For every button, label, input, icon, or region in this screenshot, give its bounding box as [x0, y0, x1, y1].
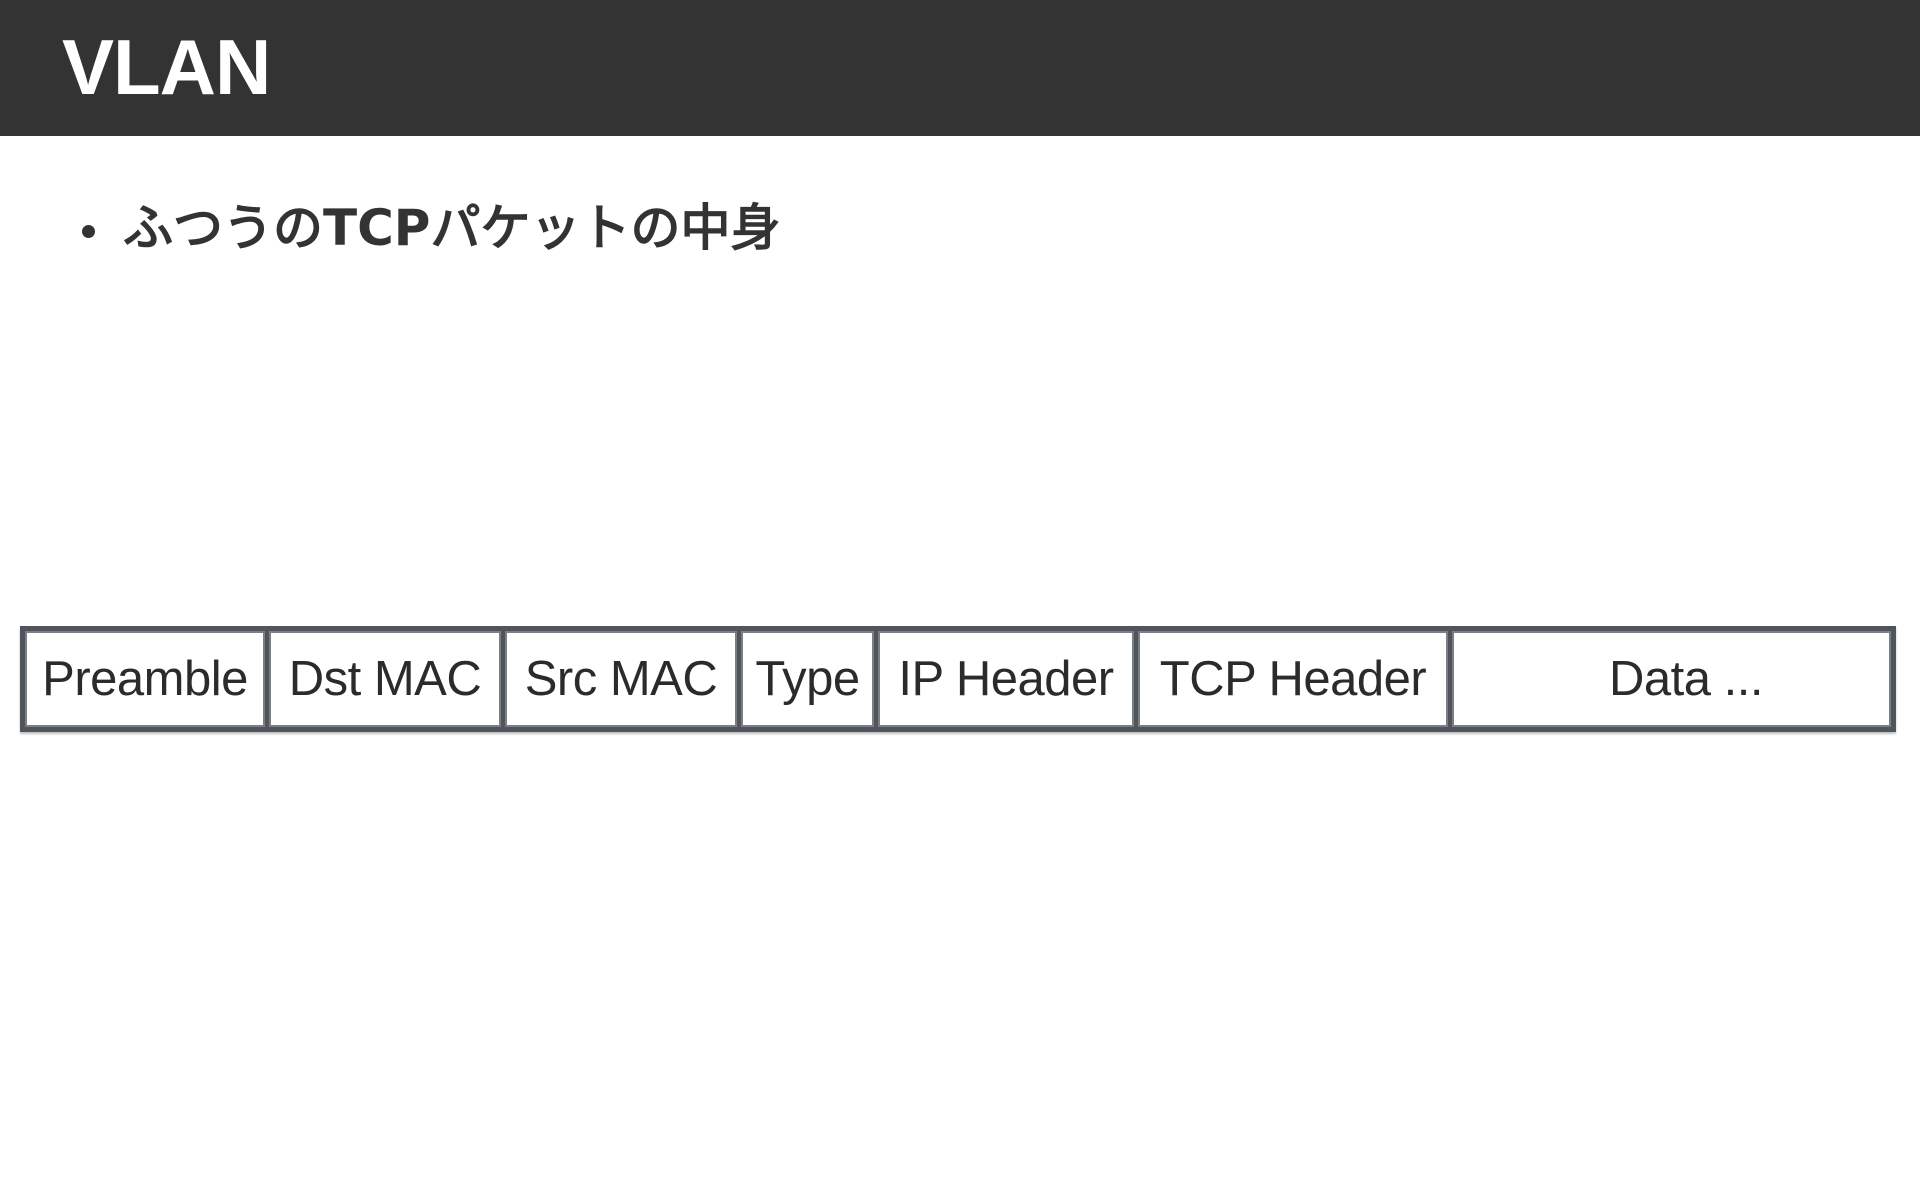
bullet-item: ふつうのTCPパケットの中身 — [82, 196, 780, 260]
field-dst-mac: Dst MAC — [269, 631, 501, 727]
field-tcp-header: TCP Header — [1138, 631, 1448, 727]
field-src-mac: Src MAC — [505, 631, 737, 727]
slide-title: VLAN — [62, 23, 271, 111]
packet-diagram: Preamble Dst MAC Src MAC Type IP Header … — [20, 626, 1896, 732]
bullet-text: ふつうのTCPパケットの中身 — [123, 199, 781, 257]
field-ip-header: IP Header — [878, 631, 1134, 727]
field-preamble: Preamble — [25, 631, 265, 727]
bullet-list: ふつうのTCPパケットの中身 — [82, 196, 780, 260]
bullet-dot-icon — [82, 224, 95, 238]
field-data: Data ... — [1452, 631, 1891, 727]
field-type: Type — [741, 631, 874, 727]
title-bar: VLAN — [0, 0, 1920, 136]
